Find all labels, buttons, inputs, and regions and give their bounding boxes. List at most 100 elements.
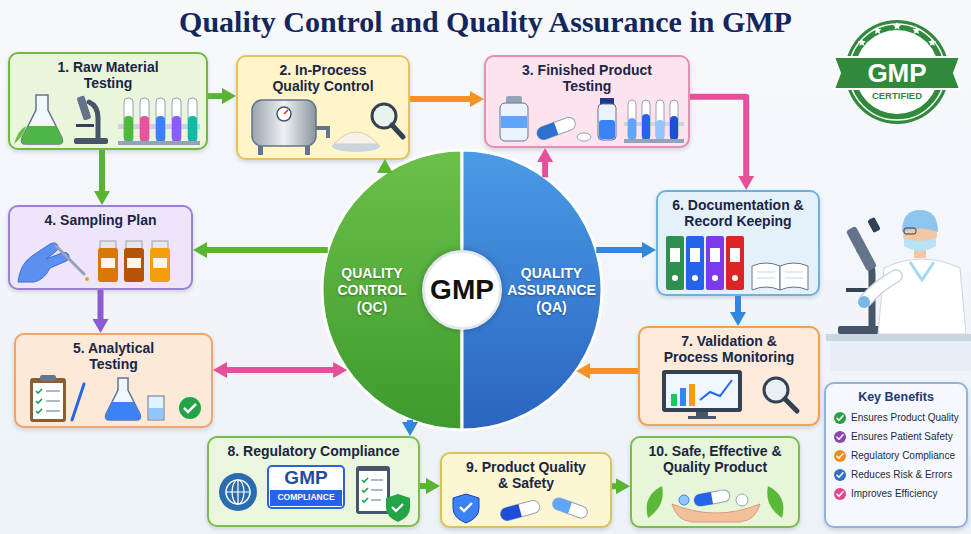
graphic-part	[40, 375, 56, 381]
legend-swatch	[834, 469, 846, 481]
graphic-part	[656, 120, 664, 140]
graphic-part	[904, 238, 936, 251]
graphic-part	[14, 126, 26, 144]
graphic-part	[866, 276, 896, 300]
graphic-part	[666, 374, 738, 408]
graphic-part	[277, 107, 291, 121]
graphic-part	[577, 133, 591, 141]
check-stroke	[837, 435, 843, 439]
diagram-title: Quality Control and Quality Assurance in…	[0, 0, 971, 39]
legend-text: Regulatory Compliance	[851, 450, 955, 462]
graphic-part	[501, 116, 527, 128]
graphic-part	[101, 258, 115, 268]
graphic-part	[460, 503, 472, 511]
graphic-part	[672, 504, 760, 522]
legend-swatch	[834, 412, 846, 424]
graphic-part	[767, 486, 783, 518]
certified-stamp	[834, 20, 960, 124]
box-heading: 1. Raw Material Testing	[48, 59, 168, 91]
graphic-part	[140, 116, 149, 142]
graphic-part	[30, 378, 66, 422]
graphic-part	[258, 146, 263, 155]
box-heading: 4. Sampling Plan	[16, 212, 186, 228]
graphic-part	[232, 480, 244, 504]
graphic-part	[732, 275, 738, 281]
graphic-part	[752, 263, 780, 290]
graphic-part	[76, 95, 91, 120]
half-circle-fill	[322, 150, 462, 430]
flow-arrow	[612, 483, 617, 489]
graphic-part	[22, 126, 63, 144]
graphic-part	[706, 236, 724, 290]
graphic-part	[710, 248, 720, 262]
legend-swatch	[834, 488, 846, 500]
regulatory-art	[219, 466, 410, 522]
graphic-part	[74, 138, 108, 144]
graphic-part	[757, 272, 803, 278]
graphic-part	[188, 116, 197, 142]
graphic-part	[76, 124, 94, 127]
box-heading: 2. In-Process Quality Control	[258, 62, 388, 94]
graphic-part	[680, 388, 686, 406]
graphic-part	[156, 116, 165, 142]
graphic-part	[362, 478, 368, 502]
flow-arrow	[206, 247, 328, 253]
legend-row: Reduces Risk & Errors	[834, 469, 966, 481]
graphic-part	[893, 22, 901, 30]
label-slot: CERTIFIED	[857, 90, 937, 101]
graphic-part	[874, 26, 882, 34]
flow-arrow	[542, 161, 548, 177]
box-heading: 10. Safe, Effective & Quality Product	[635, 443, 795, 475]
graphic-part	[453, 494, 479, 523]
graphic-part	[36, 389, 42, 413]
documentation-art	[666, 236, 808, 290]
graphic-part	[878, 259, 966, 334]
box-heading: 5. Analytical Testing	[59, 340, 169, 372]
graphic-part	[730, 248, 740, 262]
flow-arrow	[690, 97, 746, 177]
graphic-part	[150, 248, 170, 282]
graphic-part	[316, 128, 328, 138]
graphic-part	[700, 380, 732, 400]
graphic-part	[172, 116, 181, 142]
graphic-part	[268, 466, 344, 508]
graphic-part	[56, 246, 84, 274]
graphic-part	[858, 38, 866, 46]
graphic-part	[179, 397, 201, 419]
finished-product-art	[500, 96, 684, 143]
check-stroke	[837, 473, 843, 477]
graphic-part	[551, 496, 572, 513]
graphic-part	[140, 98, 149, 142]
center-label: GMP	[422, 250, 502, 330]
graphic-part	[18, 243, 69, 282]
graphic-part	[188, 98, 197, 142]
graphic-part	[834, 57, 960, 89]
graphic-part	[910, 262, 934, 280]
flow-arrow	[410, 96, 471, 102]
box-heading: 9. Product Quality & Safety	[462, 459, 590, 491]
check-mark	[834, 412, 846, 424]
graphic-part	[500, 103, 528, 141]
graphic-part	[153, 258, 167, 268]
flow-arrow	[226, 367, 334, 373]
graphic-part	[670, 248, 680, 262]
legend-row: Regulatory Compliance	[834, 450, 966, 462]
flow-arrow	[735, 296, 741, 313]
flow-arrow	[596, 247, 643, 253]
box-heading: 8. Regulatory Compliance	[214, 443, 414, 459]
check-mark	[834, 450, 846, 462]
graphic-part	[305, 146, 310, 155]
legend-heading: Key Benefits	[831, 390, 961, 405]
graphic-part	[628, 118, 636, 140]
graphic-part	[712, 275, 718, 281]
graphic-part	[124, 98, 133, 142]
legend-swatch	[834, 431, 846, 443]
flow-arrow	[407, 420, 413, 423]
raw-material-art	[14, 95, 200, 145]
legend-text: Ensures Patient Safety	[851, 431, 953, 443]
graphic-part	[106, 378, 141, 420]
graphic-part	[118, 141, 200, 145]
analytical-art	[30, 375, 201, 422]
